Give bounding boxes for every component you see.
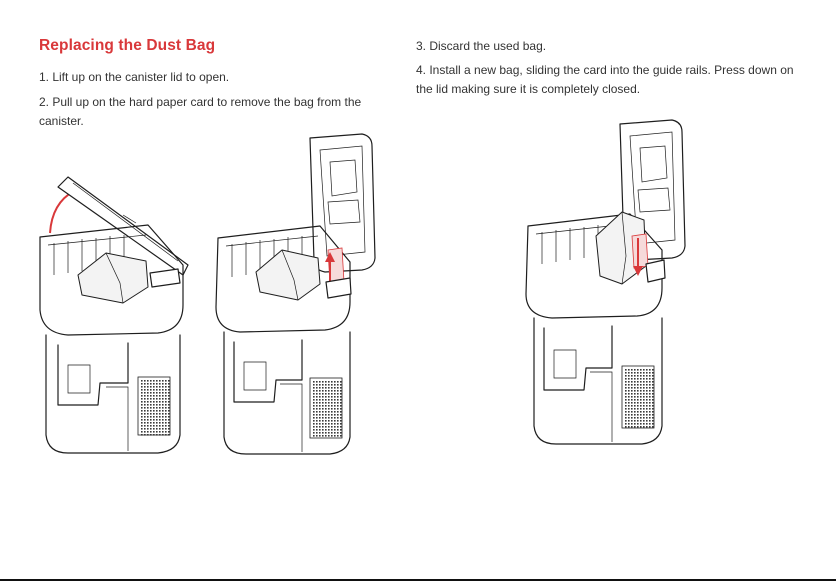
station-bag-removal-illustration	[210, 132, 385, 467]
step-1-text: 1. Lift up on the canister lid to open.	[39, 68, 379, 87]
page-bottom-rule	[0, 579, 836, 581]
step-4-text: 4. Install a new bag, sliding the card i…	[416, 61, 811, 99]
step-2-text: 2. Pull up on the hard paper card to rem…	[39, 93, 384, 131]
station-bag-install-illustration	[522, 116, 697, 461]
lift-arrow-icon	[50, 191, 74, 233]
section-title: Replacing the Dust Bag	[39, 37, 215, 55]
station-lid-opening-illustration	[28, 165, 203, 465]
step-3-text: 3. Discard the used bag.	[416, 37, 806, 56]
